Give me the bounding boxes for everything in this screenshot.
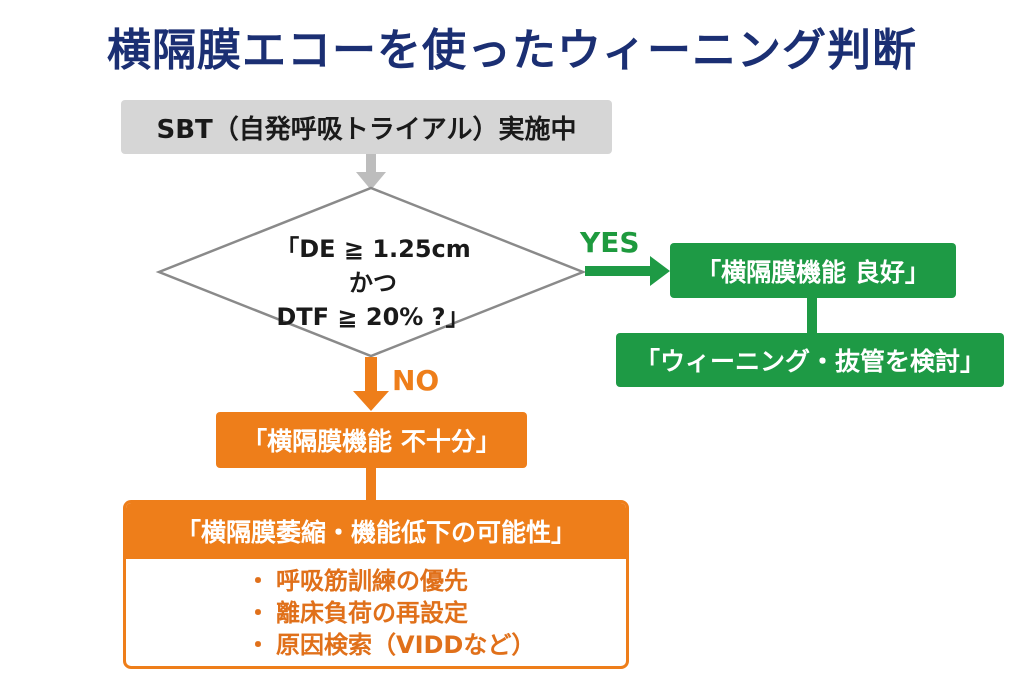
no-arrow (353, 357, 389, 411)
yes-label: YES (580, 226, 640, 259)
green-connector (807, 297, 817, 334)
bullet-icon: ・ (246, 631, 270, 659)
list-item: ・離床負荷の再設定 (246, 599, 468, 627)
list-item: ・原因検索（VIDDなど） (246, 631, 536, 659)
yes-arrow (585, 256, 670, 286)
page-title: 横隔膜エコーを使ったウィーニング判断 (107, 25, 917, 76)
criteria-line-1: 「DE ≧ 1.25cm (275, 235, 471, 263)
atrophy-card-title: 「横隔膜萎縮・機能低下の可能性」 (126, 503, 626, 559)
orange-connector (366, 467, 376, 501)
sbt-start-box: SBT（自発呼吸トライアル）実施中 (121, 100, 612, 154)
consider-weaning-box: 「ウィーニング・抜管を検討」 (616, 333, 1004, 387)
diaphragm-insufficient-box: 「横隔膜機能 不十分」 (216, 412, 527, 468)
bullet-icon: ・ (246, 567, 270, 595)
decision-diamond (155, 186, 587, 358)
no-label: NO (392, 364, 440, 397)
criteria-line-2: かつ (349, 269, 397, 297)
gray-arrow-down (356, 154, 386, 190)
list-item: ・呼吸筋訓練の優先 (246, 567, 468, 595)
diaphragm-good-box: 「横隔膜機能 良好」 (670, 243, 956, 298)
criteria-line-3: DTF ≧ 20% ?」 (276, 303, 470, 331)
action-list: ・呼吸筋訓練の優先 ・離床負荷の再設定 ・原因検索（VIDDなど） (126, 565, 626, 661)
decision-criteria: 「DE ≧ 1.25cm かつ DTF ≧ 20% ?」 (253, 232, 493, 334)
bullet-icon: ・ (246, 599, 270, 627)
atrophy-card: 「横隔膜萎縮・機能低下の可能性」 ・呼吸筋訓練の優先 ・離床負荷の再設定 ・原因… (123, 500, 629, 669)
